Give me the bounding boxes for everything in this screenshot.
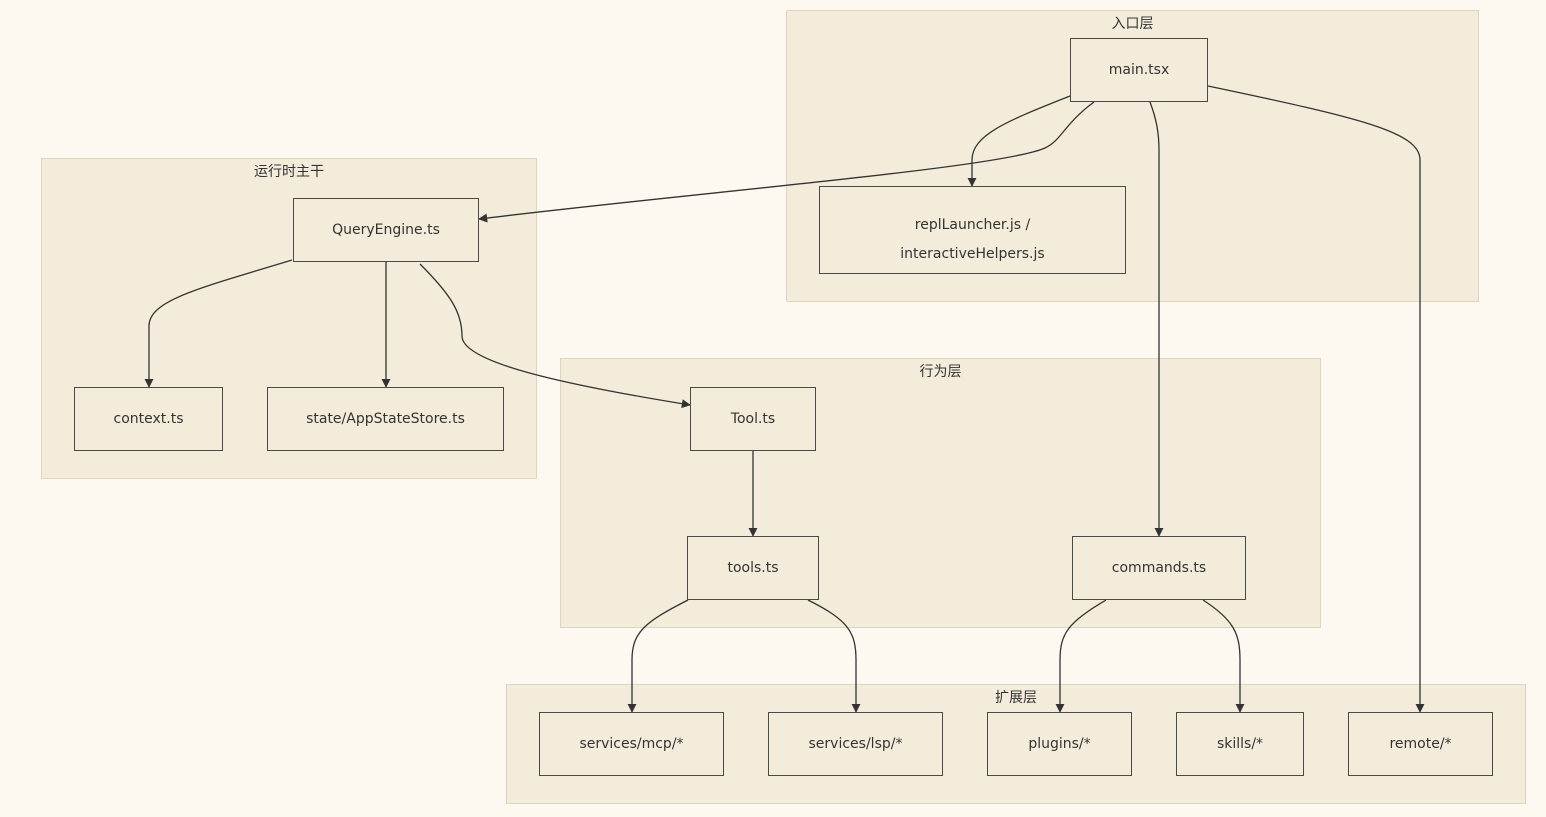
node-context[interactable]: context.ts xyxy=(74,387,223,451)
node-query-engine[interactable]: QueryEngine.ts xyxy=(293,198,479,262)
node-repl-launcher-line1: replLauncher.js / xyxy=(914,217,1031,233)
node-tools[interactable]: tools.ts xyxy=(687,536,819,600)
node-plugins[interactable]: plugins/* xyxy=(987,712,1132,776)
cluster-runtime-label: 运行时主干 xyxy=(254,164,324,180)
node-tool[interactable]: Tool.ts xyxy=(690,387,816,451)
node-main-tsx[interactable]: main.tsx xyxy=(1070,38,1208,102)
node-repl-launcher[interactable]: replLauncher.js / interactiveHelpers.js xyxy=(819,186,1126,274)
node-repl-launcher-line2: interactiveHelpers.js xyxy=(900,246,1045,262)
cluster-extension-label: 扩展层 xyxy=(995,690,1037,706)
node-services-lsp[interactable]: services/lsp/* xyxy=(768,712,943,776)
node-skills[interactable]: skills/* xyxy=(1176,712,1304,776)
cluster-entry-label: 入口层 xyxy=(1111,16,1154,32)
cluster-behavior-label: 行为层 xyxy=(919,364,962,380)
node-remote[interactable]: remote/* xyxy=(1348,712,1493,776)
node-app-state-store[interactable]: state/AppStateStore.ts xyxy=(267,387,504,451)
node-services-mcp[interactable]: services/mcp/* xyxy=(539,712,724,776)
node-commands[interactable]: commands.ts xyxy=(1072,536,1246,600)
